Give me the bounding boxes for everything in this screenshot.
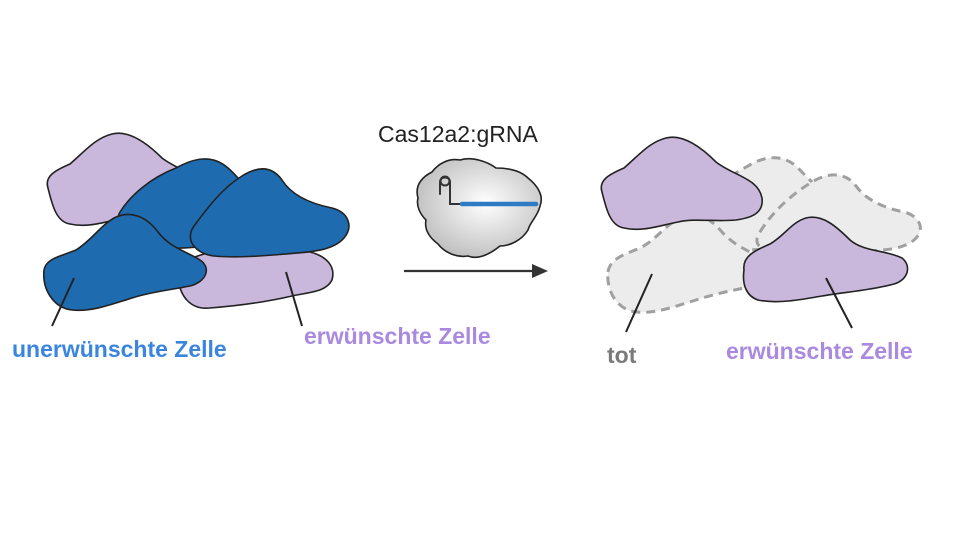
left-cell-cluster bbox=[43, 132, 350, 312]
reaction-arrow-icon bbox=[404, 264, 548, 278]
cas12a2-complex bbox=[416, 157, 543, 259]
unwanted-cell-right bbox=[189, 168, 350, 258]
wanted-leader-line-left bbox=[285, 271, 303, 327]
wanted-cell-label-left: erwünschte Zelle bbox=[304, 323, 491, 349]
wanted-cell-label-right: erwünschte Zelle bbox=[726, 338, 913, 364]
hairpin-loop bbox=[439, 175, 451, 187]
dead-cell-bottom-left bbox=[606, 213, 772, 314]
dead-leader-line bbox=[625, 273, 653, 333]
wanted-cell-top bbox=[600, 136, 763, 231]
right-cell-cluster bbox=[600, 136, 922, 314]
dead-cell-label: tot bbox=[607, 342, 637, 368]
unwanted-leader-line bbox=[51, 277, 75, 327]
unwanted-cell-label: unerwünschte Zelle bbox=[12, 336, 227, 362]
wanted-cell-bottom bbox=[742, 216, 909, 303]
wanted-leader-line-right bbox=[825, 277, 853, 329]
complex-label: Cas12a2:gRNA bbox=[378, 121, 538, 147]
protein-blob bbox=[416, 157, 543, 259]
unwanted-cell-bottom-left bbox=[43, 213, 208, 312]
